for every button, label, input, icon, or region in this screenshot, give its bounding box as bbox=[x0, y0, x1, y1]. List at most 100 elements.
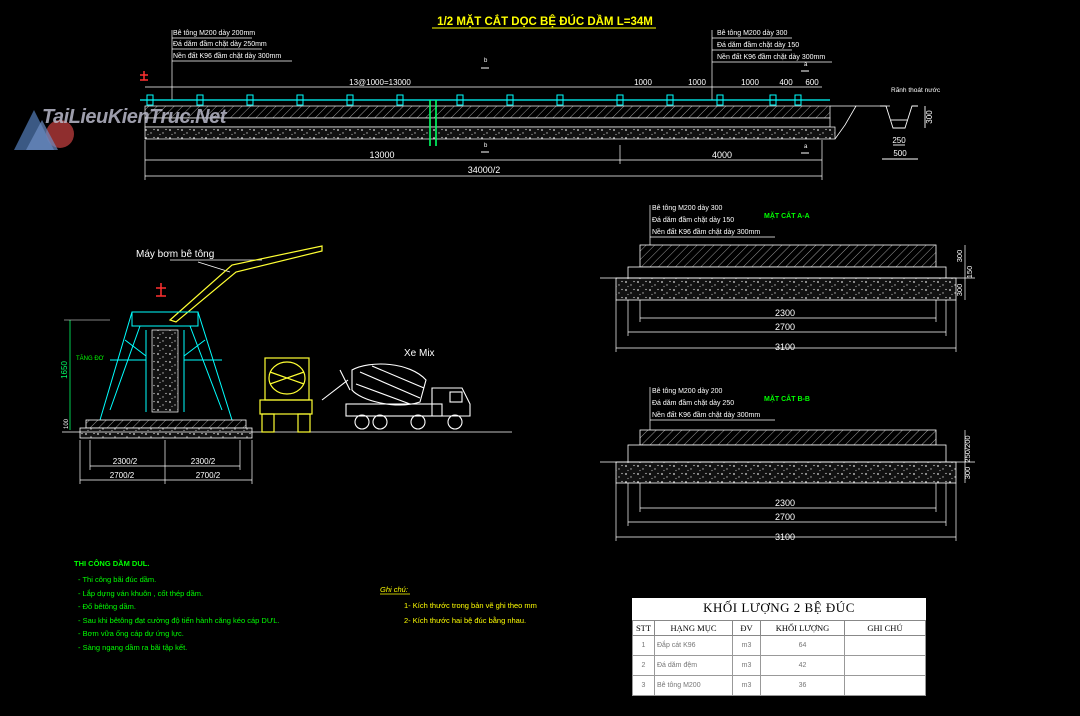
note-right-2: Đá dăm đầm chặt dày 150 bbox=[717, 40, 799, 49]
step-6: - Sàng ngang dầm ra bãi tập kết. bbox=[78, 643, 187, 652]
step-2: - Lắp dựng ván khuôn , cốt thép dầm. bbox=[78, 589, 203, 598]
mixer-side-view bbox=[321, 363, 471, 430]
notes-heading: Ghi chú: bbox=[380, 585, 408, 594]
sec-a-dim-2300: 2300 bbox=[775, 308, 795, 318]
dim-2300-half-left: 2300/2 bbox=[113, 457, 138, 466]
note-right-1: Bê tông M200 dày 300 bbox=[717, 30, 788, 37]
mixer-front-view bbox=[259, 357, 313, 433]
quantity-table: KHỐI LƯỢNG 2 BỆ ĐÚC STT HẠNG MỤC ĐV KHỐI… bbox=[632, 598, 926, 696]
long-section: Bê tông M200 dày 200mm Đá dăm đầm chặt d… bbox=[140, 30, 941, 180]
drain-dim-300: 300 bbox=[925, 110, 934, 124]
construction-heading: THI CÔNG DẦM DUL. bbox=[74, 558, 149, 568]
cell-qty: 42 bbox=[760, 655, 845, 676]
sec-b-dim-2300: 2300 bbox=[775, 498, 795, 508]
cell-note bbox=[844, 675, 926, 696]
dim-bottom-1: 13000 bbox=[369, 150, 394, 160]
dim-2300-half-right: 2300/2 bbox=[191, 457, 216, 466]
sec-a-dim-2700: 2700 bbox=[775, 322, 795, 332]
col-header-item: HẠNG MỤC bbox=[654, 620, 733, 636]
section-mark-b-top: b bbox=[484, 58, 488, 64]
note-right-3: Nền đất K96 đầm chặt dày 300mm bbox=[717, 52, 825, 61]
cell-item: Đá dăm đệm bbox=[654, 655, 733, 676]
table-row: 2 Đá dăm đệm m3 42 bbox=[632, 655, 926, 676]
drain-dim-500: 500 bbox=[893, 149, 907, 158]
table-title: KHỐI LƯỢNG 2 BỆ ĐÚC bbox=[703, 600, 855, 615]
drain-label: Rãnh thoát nước bbox=[891, 87, 941, 94]
cell-item: Đắp cát K96 bbox=[654, 635, 733, 656]
note-left-3: Nền đất K96 đầm chặt dày 300mm bbox=[173, 51, 281, 60]
beam-formwork bbox=[99, 311, 233, 421]
section-mark-a-top: a bbox=[804, 62, 808, 68]
dim-2700-half-left: 2700/2 bbox=[110, 471, 135, 480]
note-left-1: Bê tông M200 dày 200mm bbox=[173, 30, 255, 37]
note-1: 1- Kích thước trong bản vẽ ghi theo mm bbox=[404, 601, 537, 610]
pump-label: Máy bơm bê tông bbox=[136, 249, 214, 260]
dim-top-r2: 1000 bbox=[688, 78, 706, 87]
cell-unit: m3 bbox=[732, 675, 761, 696]
sec-a-note-3: Nền đất K96 đầm chặt dày 300mm bbox=[652, 227, 760, 236]
step-5: - Bơm vữa ống cáp dự ứng lực. bbox=[78, 629, 184, 638]
cell-note bbox=[844, 635, 926, 656]
cell-qty: 64 bbox=[760, 635, 845, 656]
sec-a-side-300a: 300 bbox=[955, 250, 964, 263]
cell-stt: 3 bbox=[632, 675, 655, 696]
note-2: 2- Kích thước hai bệ đúc bằng nhau. bbox=[404, 616, 526, 625]
col-header-stt: STT bbox=[632, 620, 655, 636]
drain-dim-250: 250 bbox=[892, 136, 906, 145]
cell-item: Bê tông M200 bbox=[654, 675, 733, 696]
dim-top-r3: 1000 bbox=[741, 78, 759, 87]
sec-b-note-3: Nền đất K96 đầm chặt dày 300mm bbox=[652, 410, 760, 419]
dim-top-left: 13@1000=13000 bbox=[349, 78, 411, 87]
section-a: Bê tông M200 dày 300 Đá dăm đầm chặt dày… bbox=[600, 205, 975, 352]
cell-qty: 36 bbox=[760, 675, 845, 696]
dim-100: 100 bbox=[64, 418, 70, 429]
table-row: 3 Bê tông M200 m3 36 bbox=[632, 675, 926, 696]
dim-1650: 1650 bbox=[60, 361, 69, 379]
general-notes: Ghi chú: 1- Kích thước trong bản vẽ ghi … bbox=[380, 585, 537, 625]
step-1: - Thi công bãi đúc dầm. bbox=[78, 575, 156, 584]
sec-b-title: MẶT CẮT B-B bbox=[764, 394, 810, 403]
dim-top-r4: 400 bbox=[779, 78, 793, 87]
sec-a-note-1: Bê tông M200 dày 300 bbox=[652, 205, 723, 212]
dim-top-r5: 600 bbox=[805, 78, 819, 87]
col-header-qty: KHỐI LƯỢNG bbox=[760, 620, 845, 636]
sec-a-title: MẶT CẮT A-A bbox=[764, 211, 810, 220]
drain bbox=[880, 105, 926, 160]
dim-2700-half-right: 2700/2 bbox=[196, 471, 221, 480]
table-row: 1 Đắp cát K96 m3 64 bbox=[632, 635, 926, 656]
drawing-title: 1/2 MẶT CẮT DỌC BỆ ĐÚC DẦM L=34M bbox=[437, 15, 653, 28]
form-supports bbox=[146, 94, 802, 106]
table-header-row: STT HẠNG MỤC ĐV KHỐI LƯỢNG GHI CHÚ bbox=[632, 620, 926, 636]
sec-b-side-300: 300 bbox=[963, 467, 972, 480]
note-left-2: Đá dăm đầm chặt dày 250mm bbox=[173, 39, 267, 48]
cell-unit: m3 bbox=[732, 655, 761, 676]
col-header-unit: ĐV bbox=[732, 620, 761, 636]
dim-top-r1: 1000 bbox=[634, 78, 652, 87]
tang-do-label: TĂNG ĐƠ bbox=[76, 355, 104, 362]
pump-boom bbox=[168, 245, 323, 323]
section-b: Bê tông M200 dày 200 Đá dăm đầm chặt dày… bbox=[600, 387, 975, 542]
section-mark-a-bottom: a bbox=[804, 144, 808, 150]
sec-a-note-2: Đá dăm đầm chặt dày 150 bbox=[652, 215, 734, 224]
col-header-note: GHI CHÚ bbox=[844, 620, 926, 636]
dim-bottom-2: 4000 bbox=[712, 150, 732, 160]
cell-note bbox=[844, 655, 926, 676]
sec-b-note-1: Bê tông M200 dày 200 bbox=[652, 388, 723, 395]
step-3: - Đổ bêtông dầm. bbox=[78, 602, 136, 611]
mixer-label: Xe Mix bbox=[404, 348, 435, 359]
construction-notes: THI CÔNG DẦM DUL. - Thi công bãi đúc dầm… bbox=[74, 558, 279, 652]
sec-b-dim-3100: 3100 bbox=[775, 532, 795, 542]
cell-stt: 1 bbox=[632, 635, 655, 656]
dim-total: 34000/2 bbox=[468, 165, 501, 175]
sec-a-dim-3100: 3100 bbox=[775, 342, 795, 352]
sec-b-dim-2700: 2700 bbox=[775, 512, 795, 522]
watermark-logo-icon bbox=[14, 110, 74, 150]
sec-b-side-250-200: 250/200 bbox=[963, 435, 972, 462]
sec-a-side-300b: 300 bbox=[955, 284, 964, 297]
cell-stt: 2 bbox=[632, 655, 655, 676]
watermark-text: TaiLieuKienTruc.Net bbox=[42, 106, 226, 128]
cross-section: Máy bơm bê tông 1650 TĂNG ĐƠ 100 bbox=[60, 245, 512, 484]
section-mark-b-bottom: b bbox=[484, 143, 488, 149]
cell-unit: m3 bbox=[732, 635, 761, 656]
